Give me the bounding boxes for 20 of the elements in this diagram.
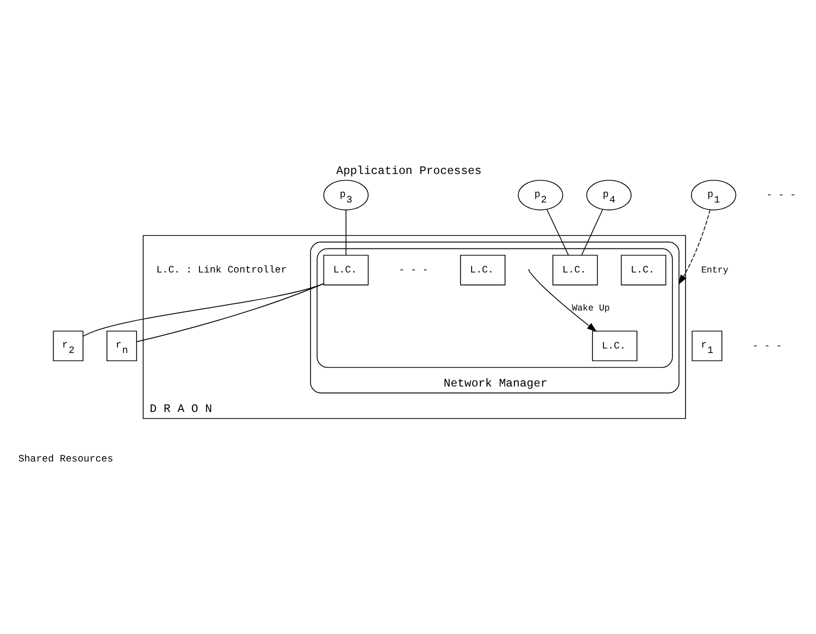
label: - - - [398,264,428,276]
node-box: L.C. [620,254,666,285]
cluster [316,248,673,368]
edge-label: Wake Up [572,302,610,313]
connector [82,282,324,336]
node-box: L.C. [460,254,506,285]
label: - - - [766,189,796,200]
arrow [678,208,711,284]
connector [581,208,604,256]
caption: Shared Resources [18,452,114,464]
connector [546,208,569,256]
arrow [528,270,597,332]
node-box: L.C. [552,254,598,285]
connector [136,282,324,342]
label: L.C. : Link Controller [156,264,287,276]
edge-label: Entry [701,264,728,275]
label: - - - [752,340,782,351]
diagram-title: Application Processes [336,164,482,178]
node-box: L.C. [592,330,638,361]
node-box: L.C. [323,254,369,285]
